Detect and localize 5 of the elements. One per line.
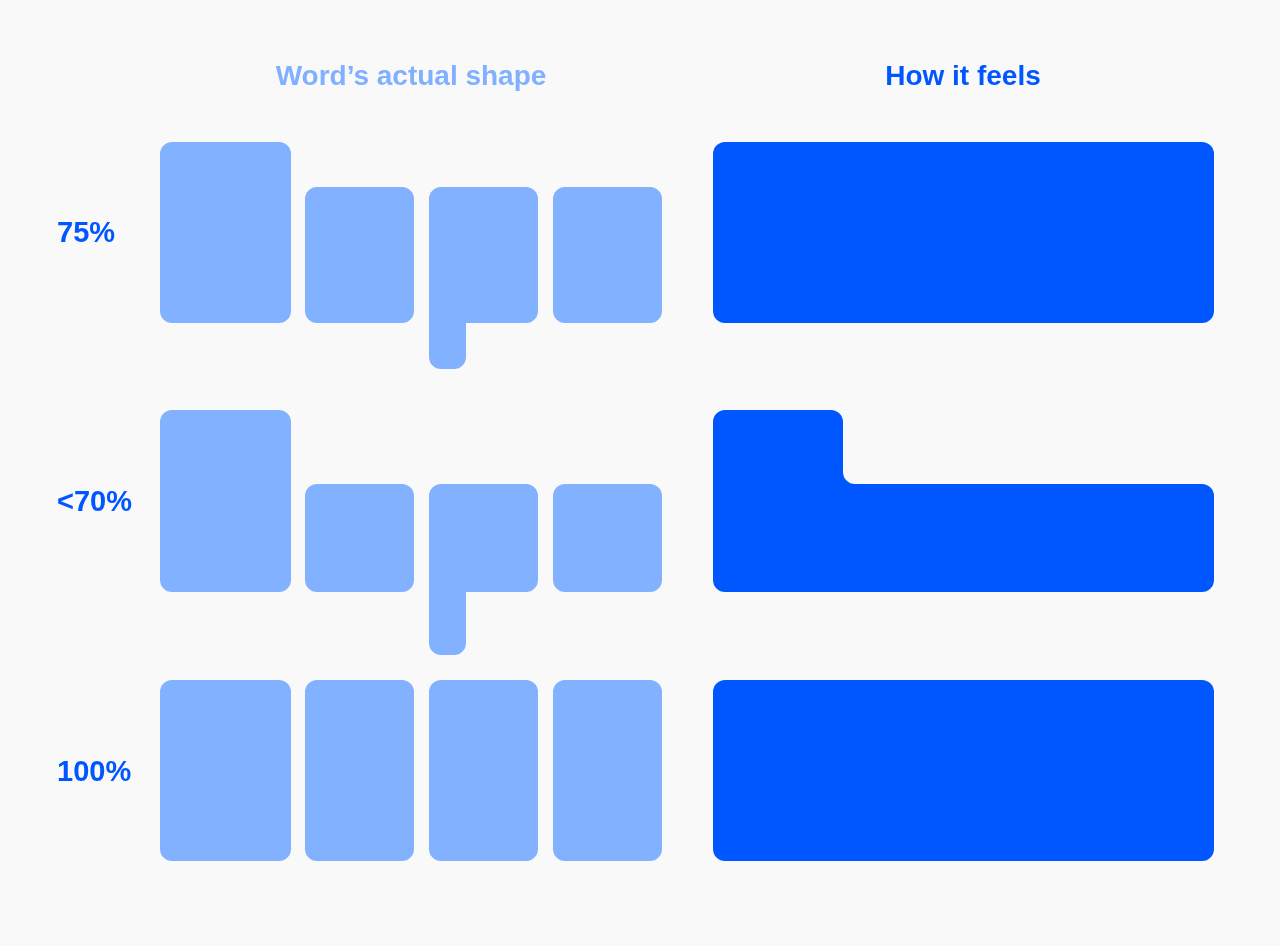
row-percentage-label: 75% [57, 216, 116, 248]
row-percentage-label: 100% [57, 755, 132, 787]
column-heading: How it feels [885, 60, 1041, 92]
column-heading: Word’s actual shape [275, 60, 547, 92]
row-percentage-label: <70% [57, 485, 132, 517]
